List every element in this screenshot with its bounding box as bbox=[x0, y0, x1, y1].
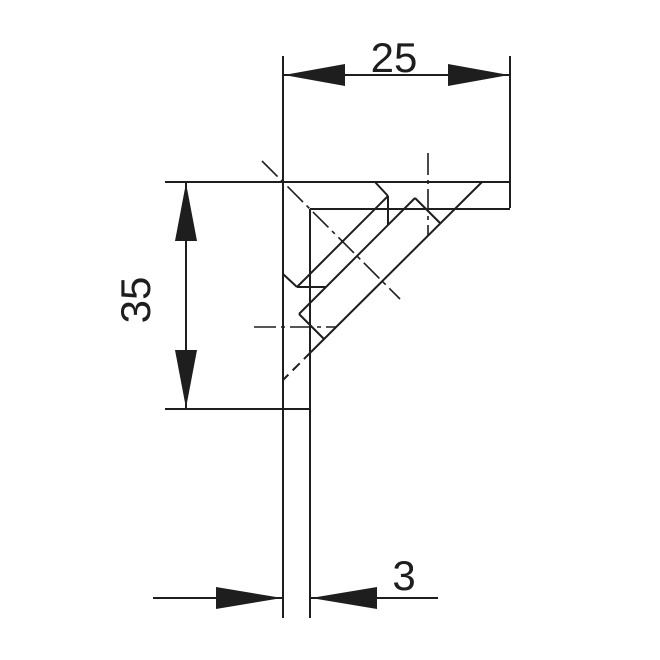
dim-35-label: 35 bbox=[112, 277, 159, 324]
drawing-line bbox=[261, 160, 401, 300]
dimension-labels: 25 35 3 bbox=[112, 34, 417, 599]
arrow-3-left bbox=[216, 587, 282, 609]
drawing-line bbox=[282, 273, 298, 288]
arrow-35-up bbox=[175, 183, 197, 241]
drawing-line bbox=[310, 181, 483, 353]
dimension-arrowheads bbox=[175, 64, 509, 609]
arrow-3-right bbox=[311, 587, 377, 609]
arrow-25-left bbox=[284, 64, 345, 86]
arrow-25-right bbox=[448, 64, 509, 86]
hidden-miter-line bbox=[282, 351, 312, 381]
arrow-35-down bbox=[175, 350, 197, 408]
drawing-line bbox=[374, 181, 389, 197]
drawing-line bbox=[298, 197, 416, 315]
drawing-line bbox=[282, 351, 312, 381]
dim-25-label: 25 bbox=[371, 34, 418, 81]
centerlines bbox=[254, 153, 429, 328]
profile-outline-lines bbox=[153, 56, 511, 618]
dim-3-label: 3 bbox=[392, 552, 415, 599]
